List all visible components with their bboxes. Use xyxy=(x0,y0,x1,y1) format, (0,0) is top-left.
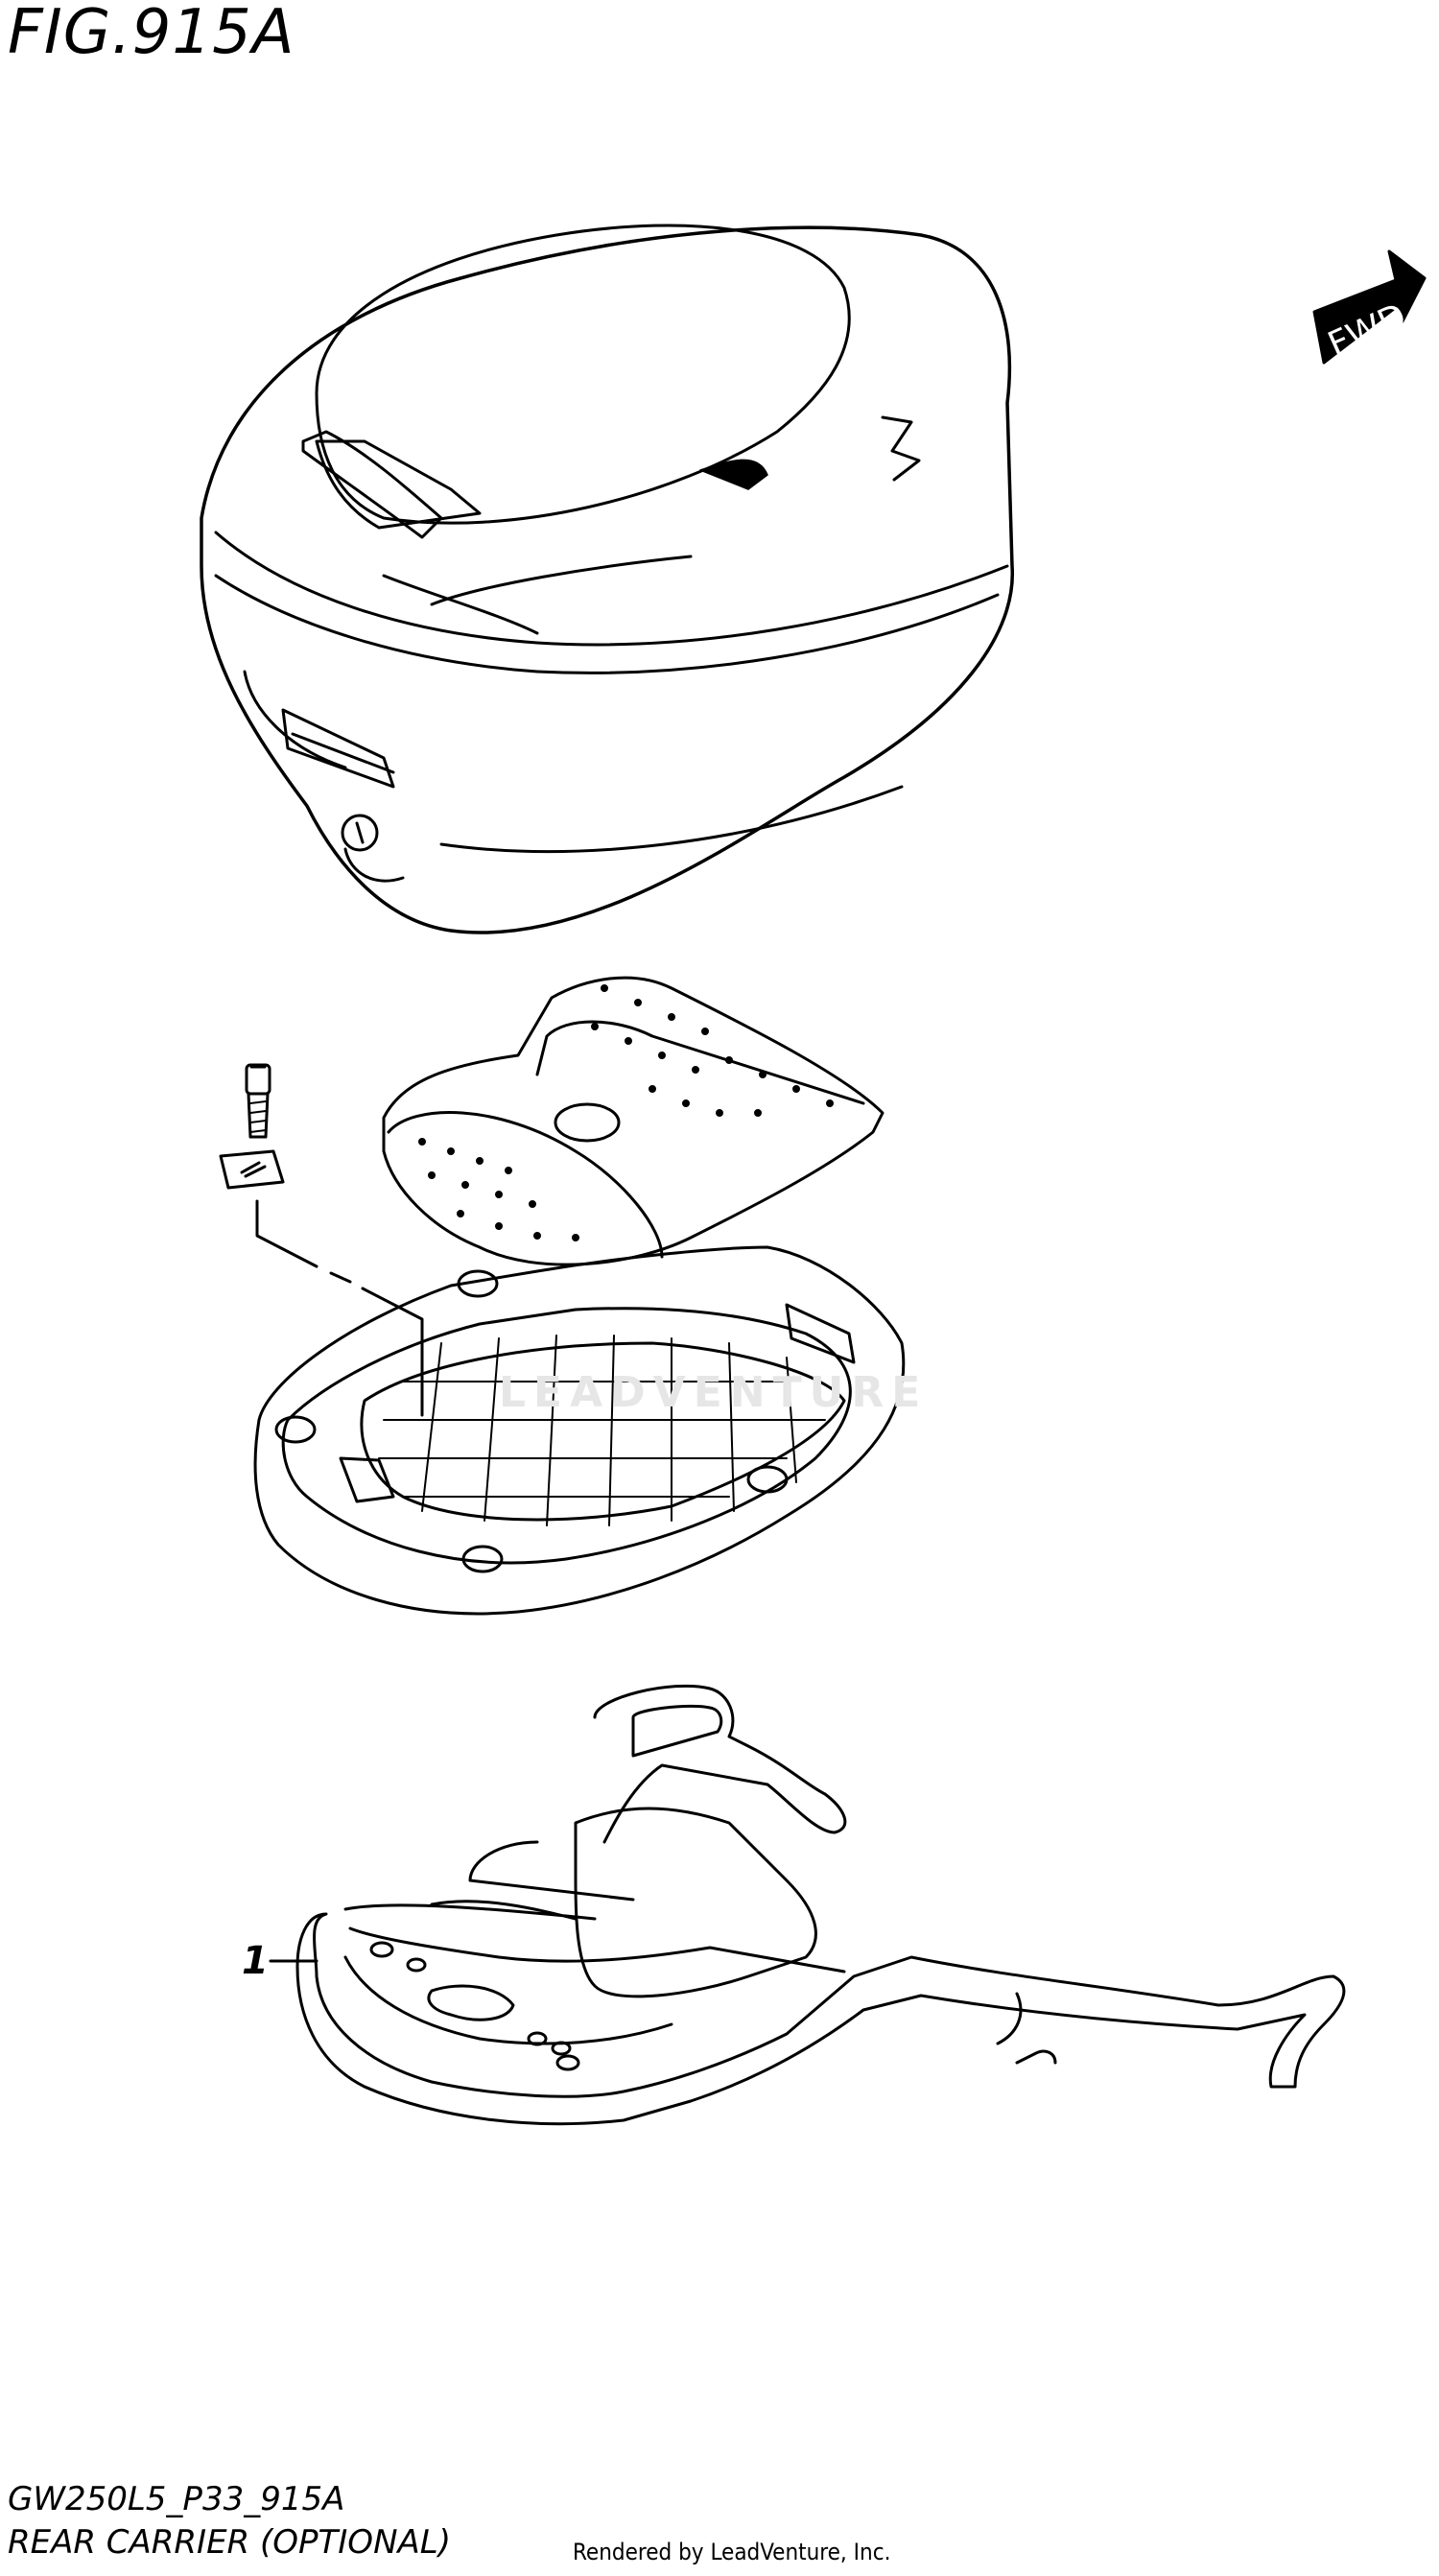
washer xyxy=(219,1149,285,1190)
group-name: REAR CARRIER (OPTIONAL) xyxy=(8,2523,451,2562)
leader-line xyxy=(255,1199,424,1417)
fwd-arrow-icon: FWD xyxy=(1311,249,1427,366)
screw xyxy=(245,1063,271,1139)
watermark: LEADVENTURE xyxy=(499,1368,929,1417)
rendered-by: Rendered by LeadVenture, Inc. xyxy=(573,2539,891,2565)
callout-ref-1: 1 xyxy=(242,1939,269,1983)
figure-title: FIG.915A xyxy=(8,0,295,68)
backrest-pad xyxy=(382,976,885,1266)
rear-carrier xyxy=(295,1684,1346,2126)
top-case xyxy=(200,224,1014,934)
base-plate xyxy=(253,1245,906,1616)
model-code: GW250L5_P33_915A xyxy=(8,2480,345,2518)
